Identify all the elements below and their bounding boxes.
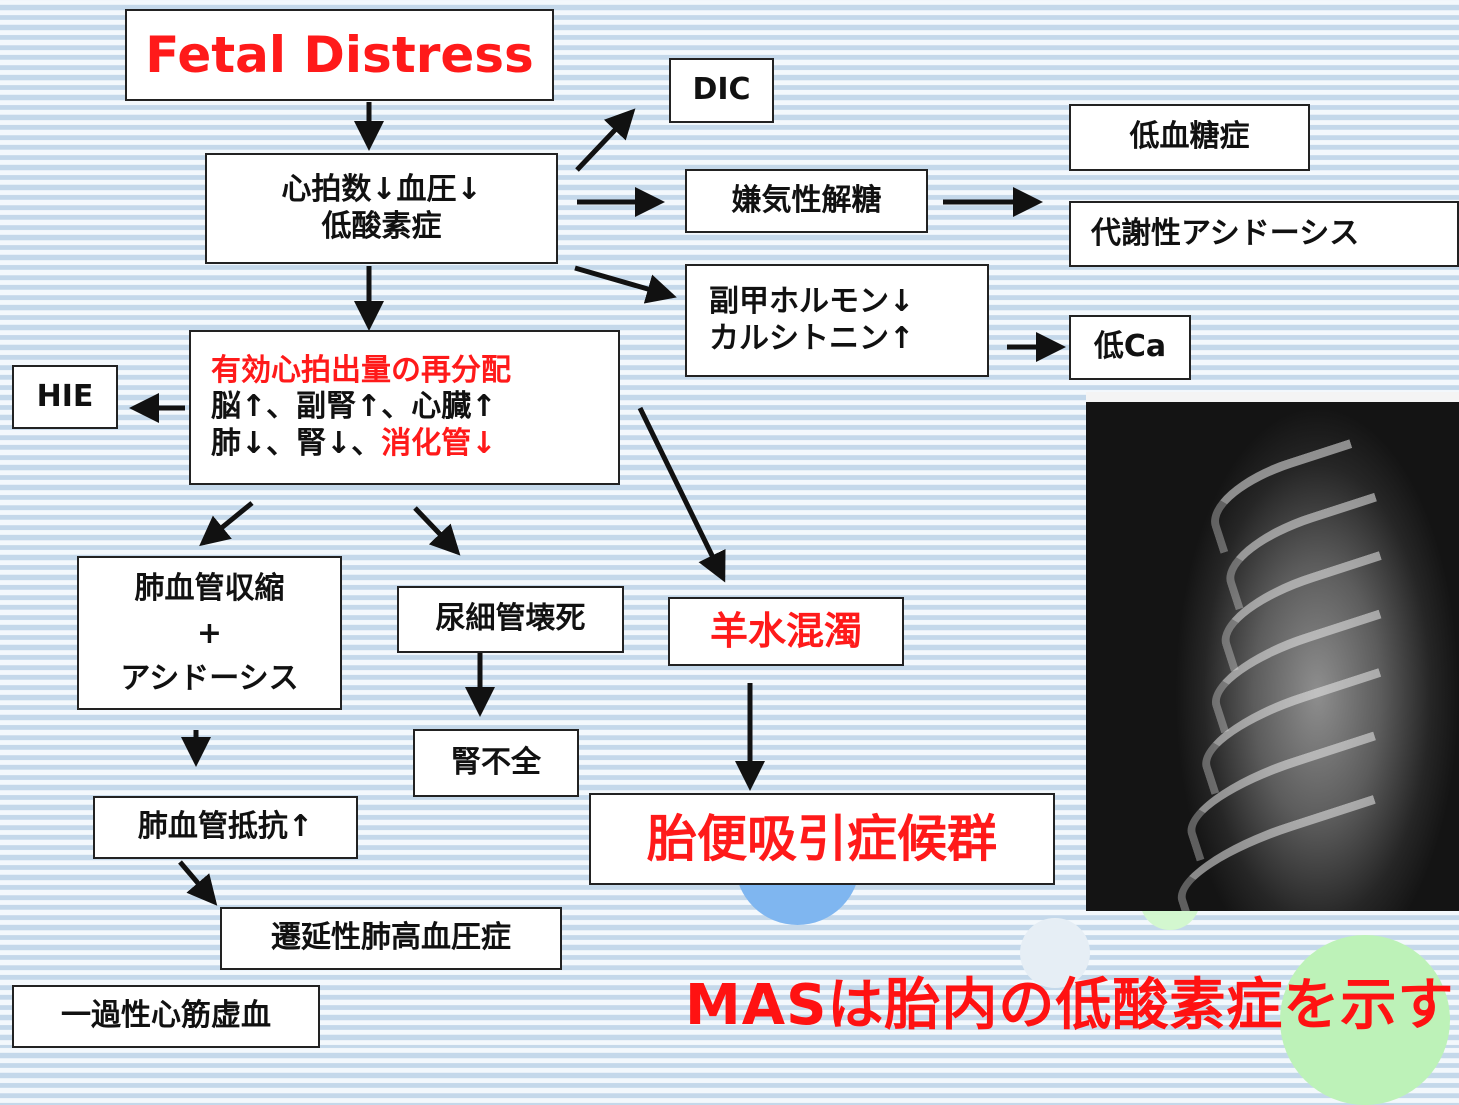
redistribution-title: 有効心拍出量の再分配 (211, 352, 511, 388)
pulmonary-vasoconstriction-label: 肺血管収縮 (134, 570, 285, 606)
arrow (574, 265, 677, 304)
redistribution-down-text: 肺↓、腎↓、 (211, 425, 382, 461)
pvr-box: 肺血管抵抗↑ (93, 796, 358, 859)
redistribution-gi-text: 消化管↓ (381, 425, 497, 461)
arrow (178, 860, 218, 906)
myocardial-ischemia-box: 一過性心筋虚血 (12, 985, 320, 1048)
calcitonin-label: カルシトニン↑ (709, 320, 915, 356)
fetal-distress-label: Fetal Distress (145, 25, 534, 84)
anaerobic-glycolysis-box: 嫌気性解糖 (685, 169, 928, 233)
pphn-box: 遷延性肺高血圧症 (220, 907, 562, 970)
chest-xray-image (1086, 392, 1459, 911)
hypoxemia-box: 心拍数↓血圧↓ 低酸素症 (205, 153, 558, 264)
background-bubble (1020, 918, 1090, 988)
mas-conclusion-text: MASは胎内の低酸素症を示す (685, 973, 1455, 1038)
arrow (413, 506, 461, 556)
heart-rate-bp-label: 心拍数↓血圧↓ (281, 171, 482, 207)
xray-top-edge (1086, 392, 1459, 402)
tubular-necrosis-box: 尿細管壊死 (397, 586, 624, 653)
fetal-distress-box: Fetal Distress (125, 9, 554, 101)
hypoglycemia-label: 低血糖症 (1129, 119, 1250, 155)
acidosis-label: アシドーシス (120, 660, 299, 696)
dic-label: DIC (692, 72, 751, 108)
pphn-label: 遷延性肺高血圧症 (271, 920, 511, 956)
low-ca-label: 低Ca (1093, 329, 1167, 365)
plus-label: + (196, 615, 223, 651)
arrow (575, 108, 636, 172)
hypoxemia-label: 低酸素症 (321, 208, 442, 244)
redistribution-box: 有効心拍出量の再分配 脳↑、副腎↑、心臓↑ 肺↓、腎↓、消化管↓ (189, 330, 620, 485)
meconium-stained-label: 羊水混濁 (709, 609, 862, 654)
meconium-stained-box: 羊水混濁 (668, 597, 904, 666)
myocardial-ischemia-label: 一過性心筋虚血 (61, 998, 271, 1034)
renal-failure-label: 腎不全 (451, 744, 541, 780)
hypoglycemia-box: 低血糖症 (1069, 104, 1310, 171)
arrow (637, 406, 726, 583)
metabolic-acidosis-label: 代謝性アシドーシス (1091, 215, 1360, 251)
mas-label: 胎便吸引症候群 (647, 809, 997, 868)
hie-label: HIE (36, 378, 94, 414)
low-ca-box: 低Ca (1069, 315, 1191, 380)
tubular-necrosis-label: 尿細管壊死 (435, 601, 586, 637)
pth-label: 副甲ホルモン↓ (709, 283, 915, 319)
redistribution-down-line: 肺↓、腎↓、消化管↓ (211, 426, 496, 463)
hormone-box: 副甲ホルモン↓ カルシトニン↑ (685, 264, 989, 377)
pulmonary-vasoconstriction-box: 肺血管収縮 + アシドーシス (77, 556, 342, 710)
mas-box: 胎便吸引症候群 (589, 793, 1055, 885)
pvr-label: 肺血管抵抗↑ (137, 809, 314, 845)
metabolic-acidosis-box: 代謝性アシドーシス (1069, 201, 1459, 267)
connector-arrows (129, 102, 1066, 906)
anaerobic-glycolysis-label: 嫌気性解糖 (731, 182, 882, 218)
arrow (199, 501, 254, 547)
hie-box: HIE (12, 365, 118, 429)
renal-failure-box: 腎不全 (413, 729, 579, 797)
dic-box: DIC (669, 58, 774, 123)
redistribution-up-line: 脳↑、副腎↑、心臓↑ (211, 389, 497, 425)
